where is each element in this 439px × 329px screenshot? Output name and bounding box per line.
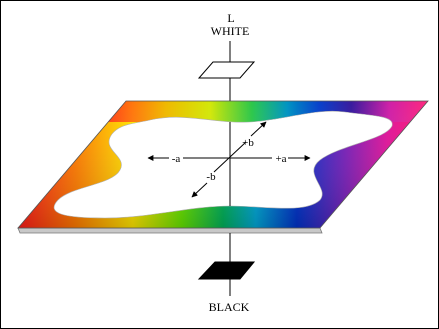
neg-b-label: -b [206,171,216,183]
black-patch [197,261,256,280]
white-label: WHITE [211,24,250,38]
achromatic-region [53,110,393,219]
pos-a-label: +a [275,153,286,165]
pos-b-label: +b [242,137,254,149]
neg-a-label: -a [172,153,181,165]
l-label: L [227,11,234,25]
black-label: BLACK [209,300,250,314]
white-patch [197,61,256,79]
